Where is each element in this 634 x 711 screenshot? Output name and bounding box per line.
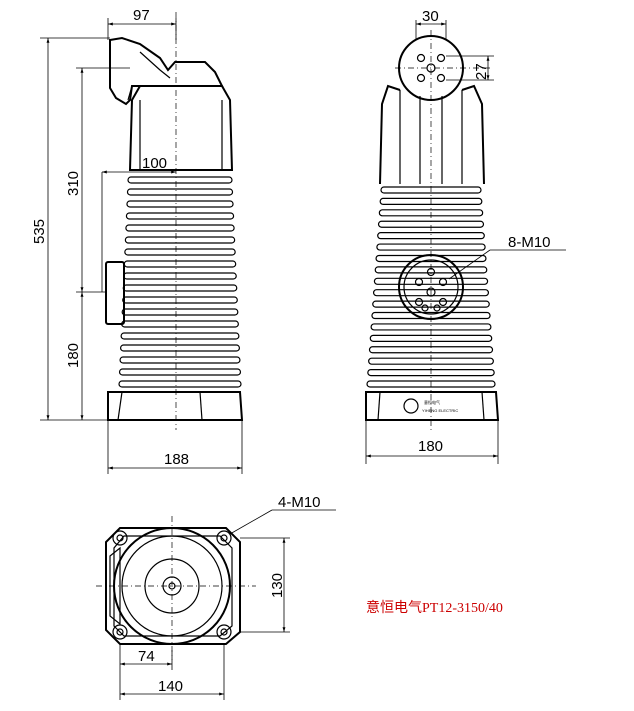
side-dim-lower-height: 180 [65,343,82,368]
rib [125,212,235,220]
plan-dim-offset: 74 [138,648,155,665]
rib [377,232,485,240]
front-dim-terminal-height: 27 [473,63,490,80]
rib [373,277,489,285]
plan-bolt-holes [112,530,232,640]
front-dim-base-width: 180 [418,438,443,455]
front-side-terminal [398,254,464,320]
rib [123,260,237,268]
rib [374,266,488,274]
side-dim-inner-width: 100 [142,155,167,172]
rib [122,296,238,304]
rib [124,248,236,256]
plan-dim-height: 130 [269,573,286,598]
plan-outline [105,527,241,645]
rib [119,344,241,352]
rib [119,356,241,364]
rib [118,380,242,388]
rib [122,284,238,292]
rib [370,323,492,331]
plan-dim-width: 140 [158,678,183,695]
front-callout-holes: 8-M10 [508,234,551,251]
logo-text-cn: 意恒电气 [424,399,440,405]
rib [124,236,236,244]
rib [121,308,239,316]
front-view: 意恒电气 YIHENG ELECTRIC 30 27 8-M10 180 [365,8,566,464]
side-ribs [118,176,242,388]
rib [126,188,234,196]
rib [369,334,493,342]
rib [366,380,496,388]
rib [125,224,235,232]
side-upper-body [128,85,234,171]
rib [123,272,237,280]
rib [380,186,482,194]
side-dim-base-width: 188 [164,451,189,468]
rib [118,368,242,376]
rib [368,346,494,354]
rib [127,176,233,184]
rib [376,243,486,251]
side-view: 97 535 310 100 180 188 [31,7,244,474]
front-base [365,391,500,421]
side-dim-top-width: 97 [133,7,150,24]
front-ribs [366,186,496,388]
rib [372,300,490,308]
side-top-flange [109,36,224,106]
logo-emblem-icon [403,398,419,414]
drawing-caption: 意恒电气PT12-3150/40 [366,599,503,616]
rib [379,197,483,206]
side-boss [105,261,125,325]
side-dim-total-height: 535 [31,219,48,244]
rib [377,220,485,228]
rib [121,320,239,328]
side-dim-upper-height: 310 [65,171,82,196]
side-base [107,391,244,421]
rib [367,368,495,377]
rib [378,209,484,217]
plan-view: 4-M10 130 74 140 [96,494,336,700]
rib [126,200,234,208]
logo-text-en: YIHENG ELECTRIC [422,408,458,413]
rib [120,332,240,340]
plan-callout-holes: 4-M10 [278,494,321,511]
front-dim-terminal-width: 30 [422,8,439,25]
rib [368,357,494,365]
front-logo: 意恒电气 YIHENG ELECTRIC [403,398,458,414]
